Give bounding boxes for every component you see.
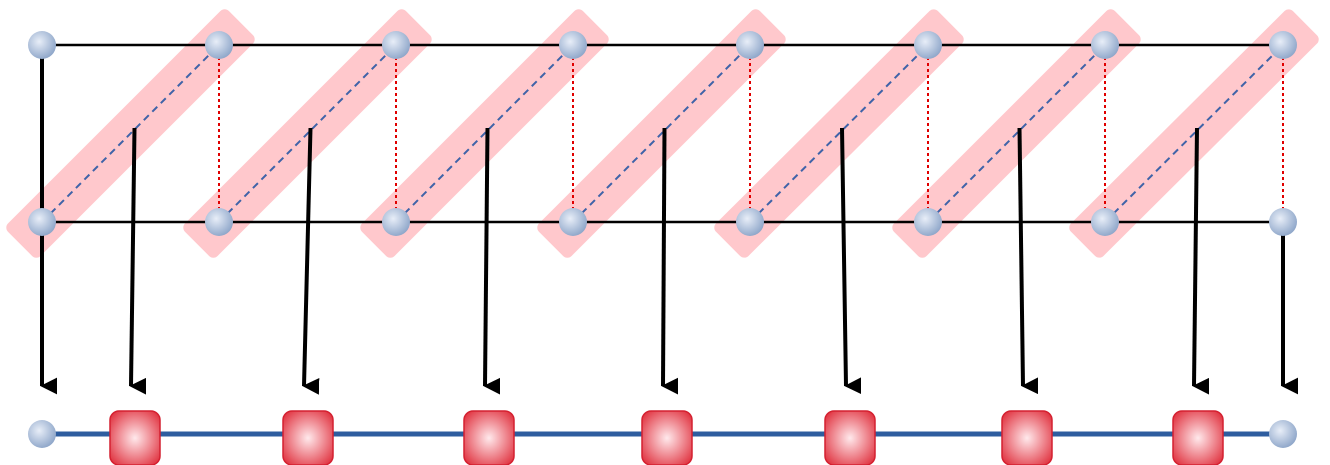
top-node-1 <box>28 31 56 59</box>
arrow-block-6 <box>1017 127 1039 395</box>
diagonal-link-3 <box>395 44 574 223</box>
nodes <box>28 31 1297 448</box>
top-node-2 <box>205 31 233 59</box>
pair-links <box>41 44 1284 223</box>
top-node-4 <box>559 31 587 59</box>
arrow-block-7 <box>1192 127 1210 395</box>
bottom-node-7 <box>1091 208 1119 236</box>
arrow-block-5 <box>840 127 862 395</box>
diagonal-link-5 <box>749 44 929 223</box>
arrow-block-4 <box>661 127 679 395</box>
output-end-node <box>1269 420 1297 448</box>
diagonal-link-2 <box>218 44 397 223</box>
merged-block-4 <box>641 410 693 465</box>
bottom-node-2 <box>205 208 233 236</box>
diagonal-link-6 <box>927 44 1106 223</box>
merged-block-7 <box>1172 410 1224 465</box>
arrow-block-2 <box>302 127 320 395</box>
merged-block-1 <box>109 410 161 465</box>
merged-block-5 <box>824 410 876 465</box>
bottom-node-6 <box>914 208 942 236</box>
bottom-node-3 <box>382 208 410 236</box>
merged-block-3 <box>463 410 515 465</box>
bottom-node-5 <box>736 208 764 236</box>
top-node-6 <box>914 31 942 59</box>
diagonal-link-7 <box>1104 44 1284 223</box>
diagonal-link-4 <box>572 44 751 223</box>
merged-block-6 <box>1001 410 1053 465</box>
merged-block-2 <box>282 410 334 465</box>
output-row <box>42 410 1283 465</box>
top-node-8 <box>1269 31 1297 59</box>
diagonal-link-1 <box>41 44 220 223</box>
bottom-node-4 <box>559 208 587 236</box>
top-node-3 <box>382 31 410 59</box>
output-start-node <box>28 420 56 448</box>
bottom-node-8 <box>1269 208 1297 236</box>
arrow-block-1 <box>129 127 147 395</box>
top-node-5 <box>736 31 764 59</box>
arrow-block-3 <box>483 127 501 395</box>
bottom-node-1 <box>28 208 56 236</box>
top-node-7 <box>1091 31 1119 59</box>
